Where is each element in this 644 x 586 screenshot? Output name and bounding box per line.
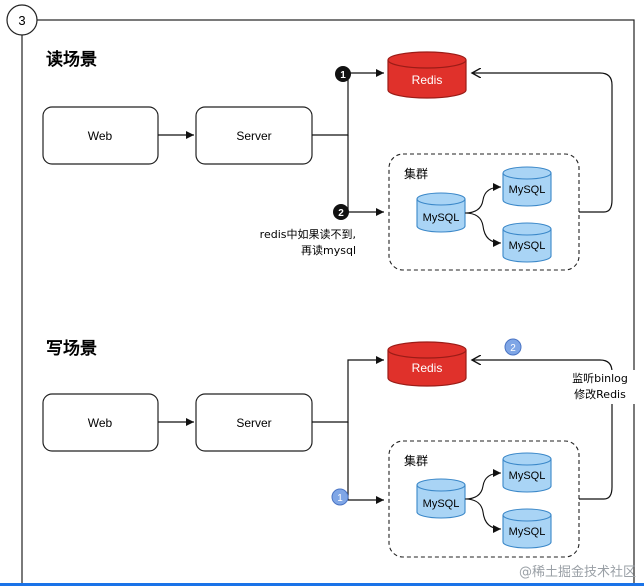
write-mysql-top-label: MySQL: [509, 470, 546, 482]
write-note-line2: 修改Redis: [574, 387, 626, 401]
write-mysql-main-label: MySQL: [423, 498, 460, 510]
read-server-to-cluster-arrow: [347, 135, 384, 216]
read-mysql-replicate-bottom-arrow: [464, 212, 502, 247]
write-mysql-top-cylinder: [502, 452, 552, 493]
write-note-background: [566, 370, 636, 404]
write-redis-cylinder: [387, 341, 467, 387]
read-mysql-bottom-cylinder: [502, 222, 552, 263]
read-step2-label: 2: [338, 208, 344, 219]
read-note-line1: redis中如果读不到,: [260, 227, 356, 241]
read-mysql-replicate-top-arrow: [464, 183, 502, 214]
read-cluster-label: 集群: [404, 166, 428, 181]
step-number: 3: [18, 13, 25, 28]
read-mysql-bottom-label: MySQL: [509, 240, 546, 252]
read-scene-title: 读场景: [46, 49, 97, 70]
write-mysql-bottom-cylinder: [502, 508, 552, 549]
read-mysql-main-label: MySQL: [423, 212, 460, 224]
watermark-text: @稀土掘金技术社区: [518, 565, 636, 580]
step-number-badge: [6, 4, 38, 36]
bottom-accent-bar: [0, 583, 644, 586]
read-note-line2: 再读mysql: [301, 243, 356, 257]
read-step1-label: 1: [340, 70, 346, 81]
read-server-label: Server: [236, 129, 271, 143]
write-step1-badge: [331, 488, 349, 506]
write-mysql-replicate-top-arrow: [464, 469, 502, 500]
write-cluster-to-redis-arrow: [472, 360, 613, 500]
read-mysql-top-label: MySQL: [509, 184, 546, 196]
write-web-label: Web: [88, 416, 113, 430]
write-scene-title: 写场景: [46, 339, 97, 359]
write-mysql-main-cylinder: [416, 478, 466, 519]
read-mysql-main-cylinder: [416, 192, 466, 233]
write-cluster-label: 集群: [404, 453, 428, 468]
write-server-to-redis-arrow: [312, 356, 384, 423]
read-step2-badge: [333, 204, 349, 220]
read-step1-badge: [335, 66, 351, 82]
write-server-to-cluster-arrow: [347, 422, 384, 504]
write-mysql-replicate-bottom-arrow: [464, 498, 502, 533]
outer-frame: [21, 19, 635, 586]
read-web-label: Web: [88, 129, 113, 143]
read-cluster-to-redis-arrow: [472, 73, 613, 213]
read-server-to-redis-arrow: [312, 69, 384, 136]
write-mysql-bottom-label: MySQL: [509, 526, 546, 538]
write-step2-label: 2: [510, 343, 516, 354]
write-server-label: Server: [236, 416, 271, 430]
read-redis-cylinder: [387, 51, 467, 99]
write-step1-label: 1: [337, 493, 343, 504]
read-redis-label: Redis: [412, 73, 443, 87]
write-note-line1: 监听binlog: [572, 372, 628, 385]
read-mysql-top-cylinder: [502, 166, 552, 207]
write-step2-badge: [504, 338, 522, 356]
write-redis-label: Redis: [412, 361, 443, 375]
